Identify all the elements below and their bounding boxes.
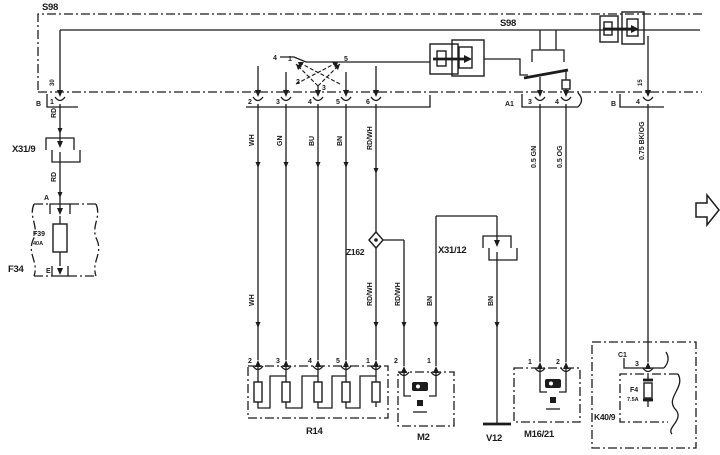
c1-pin-3: 3 bbox=[635, 361, 639, 368]
z162-label: Z162 bbox=[346, 247, 365, 257]
x31-9-label: X31/9 bbox=[12, 144, 35, 155]
r14-pin-1: 1 bbox=[366, 358, 370, 365]
x31-9-connector bbox=[45, 137, 81, 163]
wire-label-gn-upper: GN bbox=[277, 136, 284, 147]
m16-21-pin-1: 1 bbox=[528, 359, 532, 366]
wire-label-05gn: 0.5 GN bbox=[531, 146, 538, 168]
switch-pos2-label: 2 bbox=[296, 79, 300, 86]
wire-arrow bbox=[401, 322, 407, 328]
x31-12-connector bbox=[482, 235, 518, 261]
switch-position-fan bbox=[257, 56, 430, 90]
connector-a1-label: A1 bbox=[505, 101, 514, 108]
m2-pin-2: 2 bbox=[394, 358, 398, 365]
mid-pin-5: 5 bbox=[336, 99, 340, 106]
f34-label: F34 bbox=[8, 264, 24, 275]
wire-arrow bbox=[373, 322, 379, 328]
mid-pin-3: 3 bbox=[276, 99, 280, 106]
f34-pin-e-label: E bbox=[46, 268, 51, 275]
b-right-pin-4: 4 bbox=[636, 99, 640, 106]
switch-common-label: 4 bbox=[273, 55, 277, 62]
wire-arrow bbox=[255, 162, 261, 168]
switch-pos5-label: 5 bbox=[344, 56, 348, 63]
switch-pos1-label: 1 bbox=[288, 56, 292, 63]
f4-label: F4 bbox=[630, 387, 638, 394]
wire-label-wh-upper: WH bbox=[249, 134, 256, 146]
f39-rating: 40A bbox=[33, 241, 43, 247]
f39-label: F39 bbox=[33, 231, 45, 238]
wire-arrow bbox=[315, 162, 321, 168]
mid-pin-2: 2 bbox=[248, 99, 252, 106]
r14-label: R14 bbox=[306, 426, 324, 437]
r14-pin-2: 2 bbox=[248, 358, 252, 365]
inline-connector-top-right bbox=[599, 11, 645, 45]
connector-mid-pins bbox=[246, 90, 431, 108]
m16-21-label: M16/21 bbox=[524, 429, 555, 440]
wire-arrow bbox=[57, 128, 63, 134]
f39-fuse-symbol bbox=[52, 223, 68, 253]
wire-label-bn-lower2: BN bbox=[488, 296, 495, 306]
m16-21-component bbox=[513, 362, 581, 423]
circuit-15-label: 15 bbox=[638, 79, 644, 86]
wire-label-bu-upper: BU bbox=[309, 136, 316, 146]
s98-housing-box bbox=[37, 13, 702, 93]
pin-b1-number: 1 bbox=[50, 99, 54, 106]
f34-box bbox=[30, 203, 100, 277]
r14-component bbox=[247, 360, 389, 419]
wire-label-rdwh-lower2: RD/WH bbox=[395, 282, 402, 306]
z162-junction bbox=[368, 230, 384, 250]
wire-label-075bkog: 0.75 BK/OG bbox=[639, 121, 646, 160]
wire-arrow bbox=[283, 162, 289, 168]
f34-pin-a-label: A bbox=[44, 195, 49, 202]
wire-label-05og: 0.5 OG bbox=[557, 145, 564, 168]
m2-component bbox=[397, 366, 455, 427]
c1-label: C1 bbox=[618, 352, 627, 359]
wire-label-rd-upper: RD bbox=[51, 108, 58, 118]
v12-label: V12 bbox=[486, 433, 502, 444]
x31-12-label: X31/12 bbox=[438, 245, 466, 256]
wire-label-bn-lower1: BN bbox=[427, 296, 434, 306]
wire-arrow bbox=[57, 192, 63, 198]
connector-b-left-label: B bbox=[36, 101, 41, 108]
mid-pin-6: 6 bbox=[366, 99, 370, 106]
wire-label-wh-lower: WH bbox=[249, 294, 256, 306]
f34-pin-e bbox=[51, 266, 69, 277]
connector-b-right bbox=[619, 90, 664, 108]
s98-label-mid: S98 bbox=[500, 18, 516, 29]
circuit-30-label: 30 bbox=[50, 79, 56, 86]
f4-rating: 7.5A bbox=[627, 397, 639, 403]
wire-label-rdwh-upper: RD/WH bbox=[367, 126, 374, 150]
internal-switch bbox=[523, 30, 571, 90]
r14-pin-4: 4 bbox=[308, 358, 312, 365]
k40-9-label: K40/9 bbox=[594, 412, 616, 422]
mid-pin-4: 4 bbox=[308, 99, 312, 106]
bus-wire bbox=[59, 29, 700, 90]
wire-arrow bbox=[433, 322, 439, 328]
wire-label-bn-upper: BN bbox=[337, 136, 344, 146]
pin-b1 bbox=[46, 90, 78, 108]
wire-arrow bbox=[494, 322, 500, 328]
k40-9-component bbox=[591, 341, 697, 449]
wire-arrow bbox=[343, 162, 349, 168]
wire-label-rdwh-lower1: RD/WH bbox=[367, 282, 374, 306]
f34-pin-a bbox=[49, 203, 71, 215]
wire-arrow bbox=[373, 168, 379, 174]
continuation-arrow-icon bbox=[695, 192, 720, 228]
wire-arrow bbox=[255, 322, 261, 328]
switch-pos3-label: 3 bbox=[322, 85, 326, 92]
a1-pin-3: 3 bbox=[528, 99, 532, 106]
r14-pin-5: 5 bbox=[336, 358, 340, 365]
m2-pin-1: 1 bbox=[427, 358, 431, 365]
connector-a1 bbox=[521, 90, 583, 108]
a1-pin-4: 4 bbox=[555, 99, 559, 106]
inline-connector-mid bbox=[429, 39, 528, 77]
connector-b-right-label: B bbox=[611, 101, 616, 108]
s98-label-left: S98 bbox=[42, 2, 58, 13]
m16-21-pin-2: 2 bbox=[556, 359, 560, 366]
vertical-wires bbox=[257, 104, 649, 424]
r14-pin-3: 3 bbox=[276, 358, 280, 365]
m2-label: M2 bbox=[417, 432, 430, 443]
wire-label-rd-lower: RD bbox=[51, 172, 58, 182]
